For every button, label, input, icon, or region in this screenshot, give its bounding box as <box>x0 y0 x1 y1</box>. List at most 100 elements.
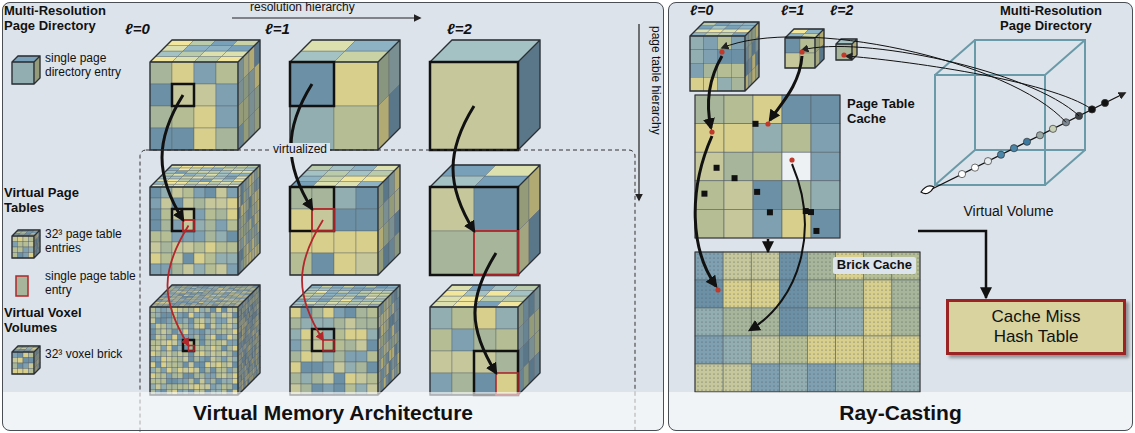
cube-cell <box>211 340 217 346</box>
cache-entry <box>714 165 720 171</box>
panel-title: Ray-Casting <box>669 401 1132 425</box>
cache-entry <box>754 189 760 195</box>
cube-cell <box>172 329 178 335</box>
cube-cell <box>23 358 29 364</box>
cache-cell <box>724 124 753 153</box>
cube-cell <box>211 335 217 341</box>
cube-cell <box>211 351 217 357</box>
cube-cell <box>227 187 238 198</box>
cube-cell <box>227 313 233 319</box>
cube-cell <box>205 329 211 335</box>
cube-cell <box>356 307 367 318</box>
legend-text: single page directory entry <box>45 52 137 80</box>
cube-cell <box>334 209 356 231</box>
grid-cube <box>430 165 540 275</box>
cube-cell <box>216 335 222 341</box>
cube-cell <box>178 379 184 385</box>
cache-cell <box>695 181 724 210</box>
lookup-arrow <box>846 56 1092 109</box>
lookup-arrow <box>695 136 716 286</box>
cube-cell <box>704 50 718 64</box>
cube-cell <box>452 373 474 395</box>
cube-cell <box>156 384 162 390</box>
cube-cell <box>211 368 217 374</box>
cache-region: Page Table Cache <box>696 96 918 239</box>
cube-cell <box>290 209 312 231</box>
cube-cell <box>161 335 167 341</box>
cube-cell <box>312 373 323 384</box>
cube-cell <box>161 373 167 379</box>
cube-cell <box>227 318 233 324</box>
cube-cell <box>18 363 24 369</box>
cube-cell <box>161 340 167 346</box>
section-heading: Multi-Resolution Page Directory <box>4 4 116 34</box>
cube-cell <box>183 384 189 390</box>
cube-cell <box>334 253 356 275</box>
cube-cell <box>216 318 222 324</box>
lookup-dot <box>789 157 794 162</box>
cube-cell <box>200 340 206 346</box>
cube-cell <box>156 324 162 330</box>
cube-cell <box>194 209 205 220</box>
cube-cell <box>178 362 184 368</box>
cube-cell <box>474 187 518 231</box>
section-heading: Virtual Voxel Volumes <box>4 306 104 336</box>
cube-cell <box>205 313 211 319</box>
cube-cell <box>301 373 312 384</box>
cube-cell <box>323 340 334 351</box>
cube-cell <box>301 340 312 351</box>
cube-cell <box>216 62 238 84</box>
cube-cell <box>178 357 184 363</box>
cube-cell <box>205 351 211 357</box>
connector-arrow <box>918 231 986 298</box>
label-slot: ℓ=2 <box>447 20 472 37</box>
cube-cell <box>227 220 238 231</box>
cube-cell <box>222 313 228 319</box>
lookup-arrow <box>770 56 802 120</box>
cache-outline <box>695 95 840 238</box>
label-slot: page table hierarchy <box>648 26 662 135</box>
cube-cell <box>496 373 518 395</box>
cube-cell <box>12 247 18 253</box>
panel: Ray-CastingPage Table CacheBrick CacheCa… <box>668 2 1133 431</box>
cube-cell <box>216 198 227 209</box>
cube-cell <box>356 351 367 362</box>
cube-outline <box>430 285 540 395</box>
cube-cell <box>150 253 161 264</box>
cube-cell <box>216 106 238 128</box>
cube-cell <box>12 242 18 248</box>
cube-cell <box>312 351 323 362</box>
cube-cell <box>356 187 378 209</box>
grid-cube <box>12 56 40 84</box>
cube-cell <box>211 318 217 324</box>
cube-cell <box>205 379 211 385</box>
cube-cell <box>312 187 334 209</box>
cube-cell <box>367 362 378 373</box>
cube-cell <box>227 346 233 352</box>
cube-cell <box>323 362 334 373</box>
label-slot: ℓ=0 <box>690 2 713 18</box>
node-label: Brick Cache <box>833 257 916 274</box>
cube-cell <box>205 187 216 198</box>
cube-cell <box>18 247 24 253</box>
cube-cell <box>430 373 452 395</box>
pointer-arrow <box>168 226 189 346</box>
lookup-dot <box>709 129 714 134</box>
cube-cell <box>216 340 222 346</box>
cube-cell <box>216 84 238 106</box>
cube-cell <box>222 384 228 390</box>
cube-cell <box>323 329 334 340</box>
cube-cell <box>205 209 216 220</box>
cube-cell <box>334 231 356 253</box>
cube-cell <box>29 358 35 364</box>
cube-cell <box>161 329 167 335</box>
level-label: ℓ=2 <box>447 20 472 37</box>
cube-outline <box>290 285 400 395</box>
cube-cell <box>172 379 178 385</box>
annotation: page table hierarchy <box>648 26 662 135</box>
grid-cube <box>430 285 540 395</box>
cube-cell <box>205 357 211 363</box>
pointer-arrow <box>162 95 183 220</box>
cube-cell <box>172 62 194 84</box>
cube-cell <box>200 373 206 379</box>
